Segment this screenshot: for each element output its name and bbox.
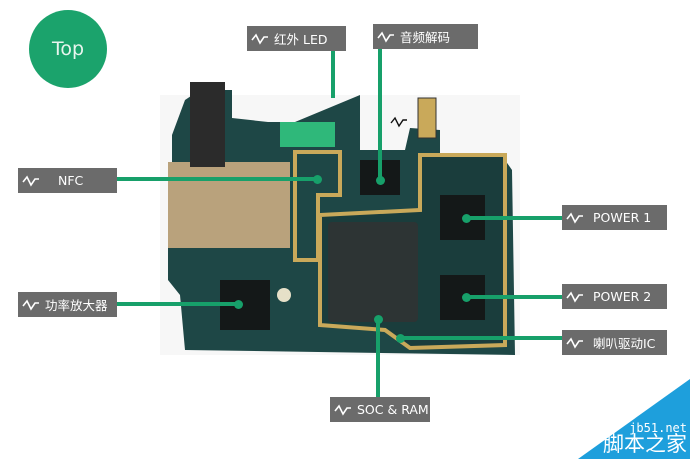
stray-wave-icon xyxy=(390,116,407,128)
nfc-line xyxy=(117,177,319,181)
label-nfc: NFC xyxy=(18,168,117,193)
wave-icon xyxy=(251,33,268,45)
label-ir-led: 红外 LED xyxy=(247,26,346,51)
label-speaker-ic: 喇叭驱动IC xyxy=(562,330,667,355)
label-audio-codec: 音频解码 xyxy=(373,24,478,49)
label-text: 红外 LED xyxy=(274,32,328,47)
watermark: jb51.net 脚本之家 xyxy=(560,379,690,459)
wave-icon xyxy=(566,291,583,303)
wave-icon xyxy=(566,337,583,349)
audio-codec-line xyxy=(378,48,382,182)
label-text: 音频解码 xyxy=(400,30,451,45)
soc-ram-dot xyxy=(374,315,383,324)
power-amp-dot xyxy=(234,300,243,309)
label-power2: POWER 2 xyxy=(562,284,667,309)
label-text: NFC xyxy=(58,173,84,188)
audio-codec-dot xyxy=(376,176,385,185)
power1-dot xyxy=(462,214,471,223)
wave-icon xyxy=(377,31,394,43)
wave-icon xyxy=(566,212,583,224)
speaker-ic-dot xyxy=(396,334,405,343)
ir-led-line xyxy=(331,50,335,98)
wave-icon xyxy=(334,404,351,416)
label-text: POWER 2 xyxy=(593,289,652,304)
speaker-ic-line xyxy=(400,336,562,340)
wave-icon xyxy=(22,175,39,187)
label-text: POWER 1 xyxy=(593,210,652,225)
nfc-dot xyxy=(313,175,322,184)
watermark-name: 脚本之家 xyxy=(603,432,687,456)
power1-line xyxy=(466,216,562,220)
label-power-amp: 功率放大器 xyxy=(18,292,117,317)
wave-icon xyxy=(22,299,39,311)
power-amp-line xyxy=(117,302,239,306)
power2-dot xyxy=(462,293,471,302)
label-text: 喇叭驱动IC xyxy=(593,336,656,351)
watermark-url: jb51.net xyxy=(629,421,687,435)
label-text: SOC & RAM xyxy=(357,402,429,417)
top-side-badge: Top xyxy=(29,10,107,88)
label-power1: POWER 1 xyxy=(562,205,667,230)
label-soc-ram: SOC & RAM xyxy=(330,397,430,422)
power2-line xyxy=(466,295,562,299)
label-text: 功率放大器 xyxy=(45,298,108,313)
soc-ram-line xyxy=(376,320,380,397)
